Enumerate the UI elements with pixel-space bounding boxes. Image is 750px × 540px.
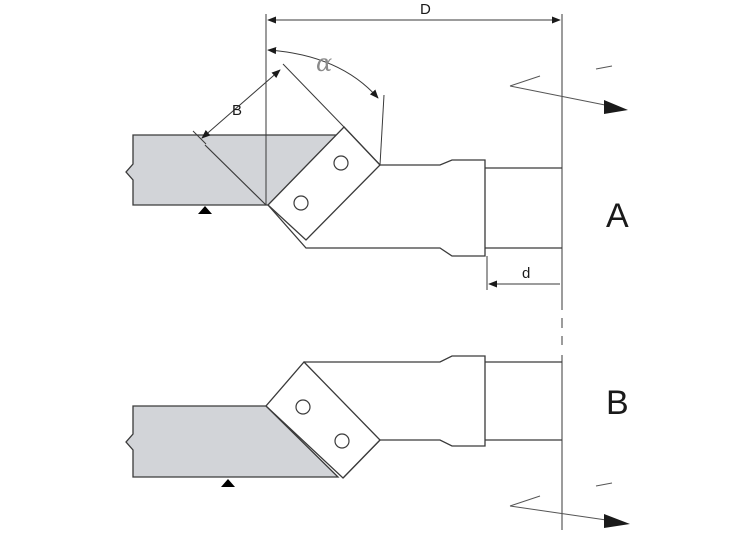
- angle-arc: [267, 46, 379, 99]
- angle-ext-line: [379, 94, 385, 166]
- rotation-arrow-a: [509, 65, 628, 114]
- insert-b: [265, 361, 381, 479]
- dim-b-line: [201, 69, 281, 139]
- support-marker-b: [221, 479, 235, 487]
- insert-screw-a1: [333, 155, 349, 171]
- rotation-arrow-b: [509, 482, 630, 528]
- label-dim-small-d: d: [522, 265, 530, 282]
- insert-screw-b1: [295, 399, 311, 415]
- insert-a: [267, 126, 381, 241]
- label-dim-d: D: [420, 1, 431, 18]
- insert-screw-a2: [293, 195, 309, 211]
- label-angle-alpha: α: [316, 49, 332, 77]
- label-view-b: B: [606, 384, 629, 422]
- insert-screw-b2: [334, 433, 350, 449]
- support-marker-a: [198, 206, 212, 214]
- view-b: B: [125, 355, 630, 530]
- dim-b-ext-1: [192, 130, 207, 145]
- label-view-a: A: [606, 197, 629, 235]
- cut-edge-a: [204, 144, 267, 206]
- view-a: D B α d A: [125, 1, 629, 300]
- dim-b-ext-2: [282, 63, 345, 128]
- label-dim-b: B: [232, 102, 242, 119]
